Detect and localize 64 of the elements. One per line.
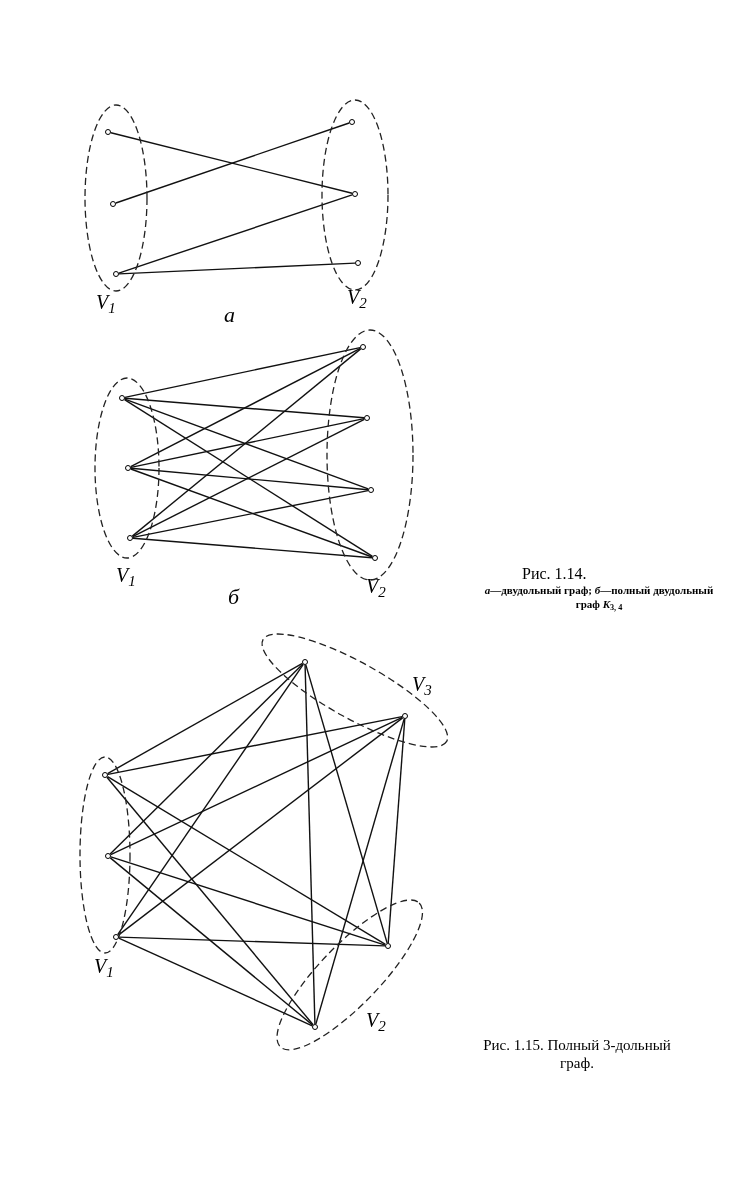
graph-edge: [118, 194, 353, 274]
figure-caption: а—двудольный граф; б—полный двудольный граф K$_{3, 4}$: [484, 583, 714, 611]
graph-edge: [124, 397, 365, 419]
panel-letter: б: [228, 583, 240, 611]
graph-vertex: [364, 415, 370, 421]
panel-letter: а: [224, 301, 235, 329]
graph-vertex: [102, 772, 108, 778]
set-label: V$_{2}$: [347, 287, 367, 307]
set-label: V$_{1}$: [116, 565, 136, 585]
graph-edge: [130, 467, 369, 491]
graph-vertex: [349, 119, 355, 125]
graph-edge: [132, 418, 365, 538]
graph-vertex: [113, 271, 119, 277]
graph-vertex: [127, 535, 133, 541]
graph-edge: [315, 718, 405, 1025]
graph-edge: [124, 346, 361, 399]
graph-edge: [115, 122, 350, 204]
graph-vertex: [372, 555, 378, 561]
set-label: V$_{1}$: [94, 956, 114, 976]
graph-edge: [387, 718, 406, 944]
set-label: V$_{1}$: [96, 292, 116, 312]
graph-edge: [304, 664, 316, 1025]
graph-vertex: [385, 943, 391, 949]
graph-edge: [131, 348, 362, 537]
graph-edge: [129, 347, 362, 468]
graph-edge: [109, 663, 304, 855]
graph-vertex: [119, 395, 125, 401]
graph-edge: [110, 132, 353, 194]
graph-edge: [110, 856, 386, 946]
graph-edge: [117, 717, 404, 936]
graph-vertex: [368, 487, 374, 493]
graph-vertex: [352, 191, 358, 197]
graph-vertex: [402, 713, 408, 719]
graph-edge: [123, 398, 374, 558]
graph-edge: [130, 468, 373, 558]
graph-vertex: [110, 201, 116, 207]
graph-vertex: [105, 129, 111, 135]
figure-caption: Рис. 1.15. Полный 3-дольный граф.: [482, 1036, 672, 1072]
graph-edge: [124, 398, 369, 490]
set-label: V$_{3}$: [412, 674, 432, 694]
graph-edge: [305, 664, 388, 944]
set-label: V$_{2}$: [366, 576, 386, 596]
graph-edge: [107, 715, 403, 776]
graph-edge: [132, 537, 373, 559]
graph-edge: [118, 937, 313, 1027]
graph-vertex: [113, 934, 119, 940]
graph-edge: [132, 489, 369, 539]
graph-edge: [110, 716, 403, 856]
graph-edge: [109, 857, 314, 1026]
figure-caption: Рис. 1.14.: [522, 564, 588, 584]
graph-edge: [106, 662, 304, 775]
graph-vertex: [312, 1024, 318, 1030]
graph-edge: [106, 776, 314, 1026]
graph-edge: [118, 936, 386, 947]
graph-vertex: [355, 260, 361, 266]
set-label: V$_{2}$: [366, 1010, 386, 1030]
graph-vertex: [360, 344, 366, 350]
graph-edge: [118, 262, 356, 275]
graph-edge: [117, 663, 304, 936]
graph-vertex: [125, 465, 131, 471]
graph-vertex: [302, 659, 308, 665]
graph-vertex: [105, 853, 111, 859]
graph-edge: [130, 417, 365, 469]
graph-edge: [106, 775, 387, 946]
